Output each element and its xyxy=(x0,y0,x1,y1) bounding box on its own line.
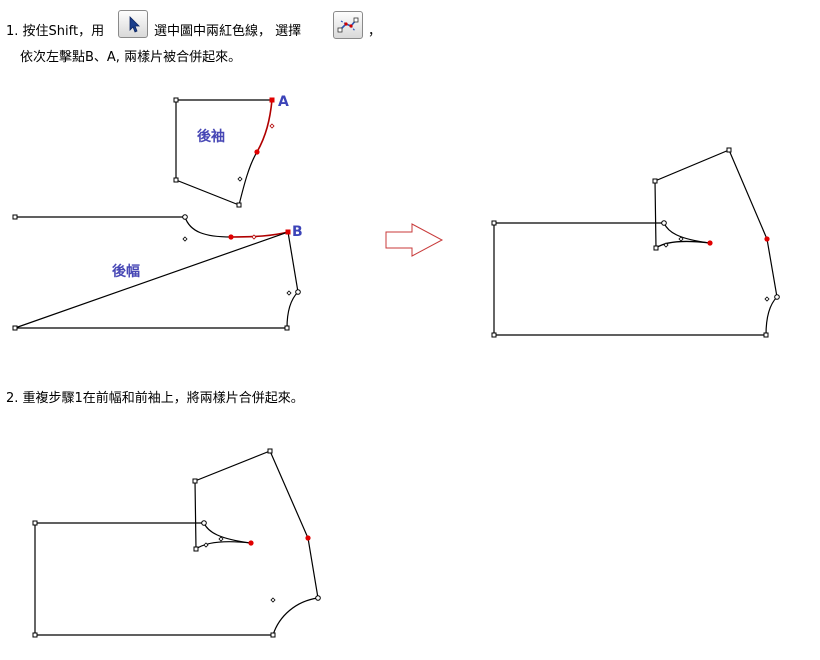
step1-instruction-line2: 依次左擊點B、A, 兩樣片被合併起來。 xyxy=(20,46,241,65)
sleeve-label: 後袖 xyxy=(197,128,225,145)
step1-prefix-text: 1. 按住Shift，用 xyxy=(6,24,105,39)
sleeve-selected-line[interactable] xyxy=(256,99,273,153)
point-a-marker[interactable] xyxy=(269,97,275,103)
arrow-pointer-icon xyxy=(129,16,140,33)
step1-line2-text: 依次左擊點B、A, 兩樣片被合併起來。 xyxy=(20,50,242,65)
step1-suffix-wrap: ， xyxy=(368,20,381,39)
merge-pieces-icon xyxy=(337,17,359,33)
step1-mid-text-wrap: 選中圖中兩紅色線， 選擇 xyxy=(154,20,301,39)
merged-piece-step1[interactable] xyxy=(491,147,780,338)
right-arrow-icon xyxy=(385,223,444,257)
point-a-label: A xyxy=(278,94,289,110)
step2-instruction: 2. 重複步驟1在前幅和前袖上，將兩樣片合併起來。 xyxy=(6,387,304,406)
back-body-piece[interactable]: 後幅 B xyxy=(12,214,303,331)
point-b-marker[interactable] xyxy=(285,229,291,235)
point-b-label: B xyxy=(292,224,303,240)
step2-text: 2. 重複步驟1在前幅和前袖上，將兩樣片合併起來。 xyxy=(6,391,304,406)
body-label: 後幅 xyxy=(112,263,140,280)
step1-suffix-text: ， xyxy=(368,24,382,39)
select-tool-button[interactable] xyxy=(118,10,148,38)
sleeve-piece[interactable]: 後袖 A xyxy=(173,94,289,208)
step1-instruction-line1: 1. 按住Shift，用 xyxy=(6,20,104,39)
merge-tool-button[interactable] xyxy=(333,11,363,39)
merged-piece-step2[interactable] xyxy=(32,448,321,638)
step1-mid-text: 選中圖中兩紅色線， 選擇 xyxy=(154,24,302,39)
